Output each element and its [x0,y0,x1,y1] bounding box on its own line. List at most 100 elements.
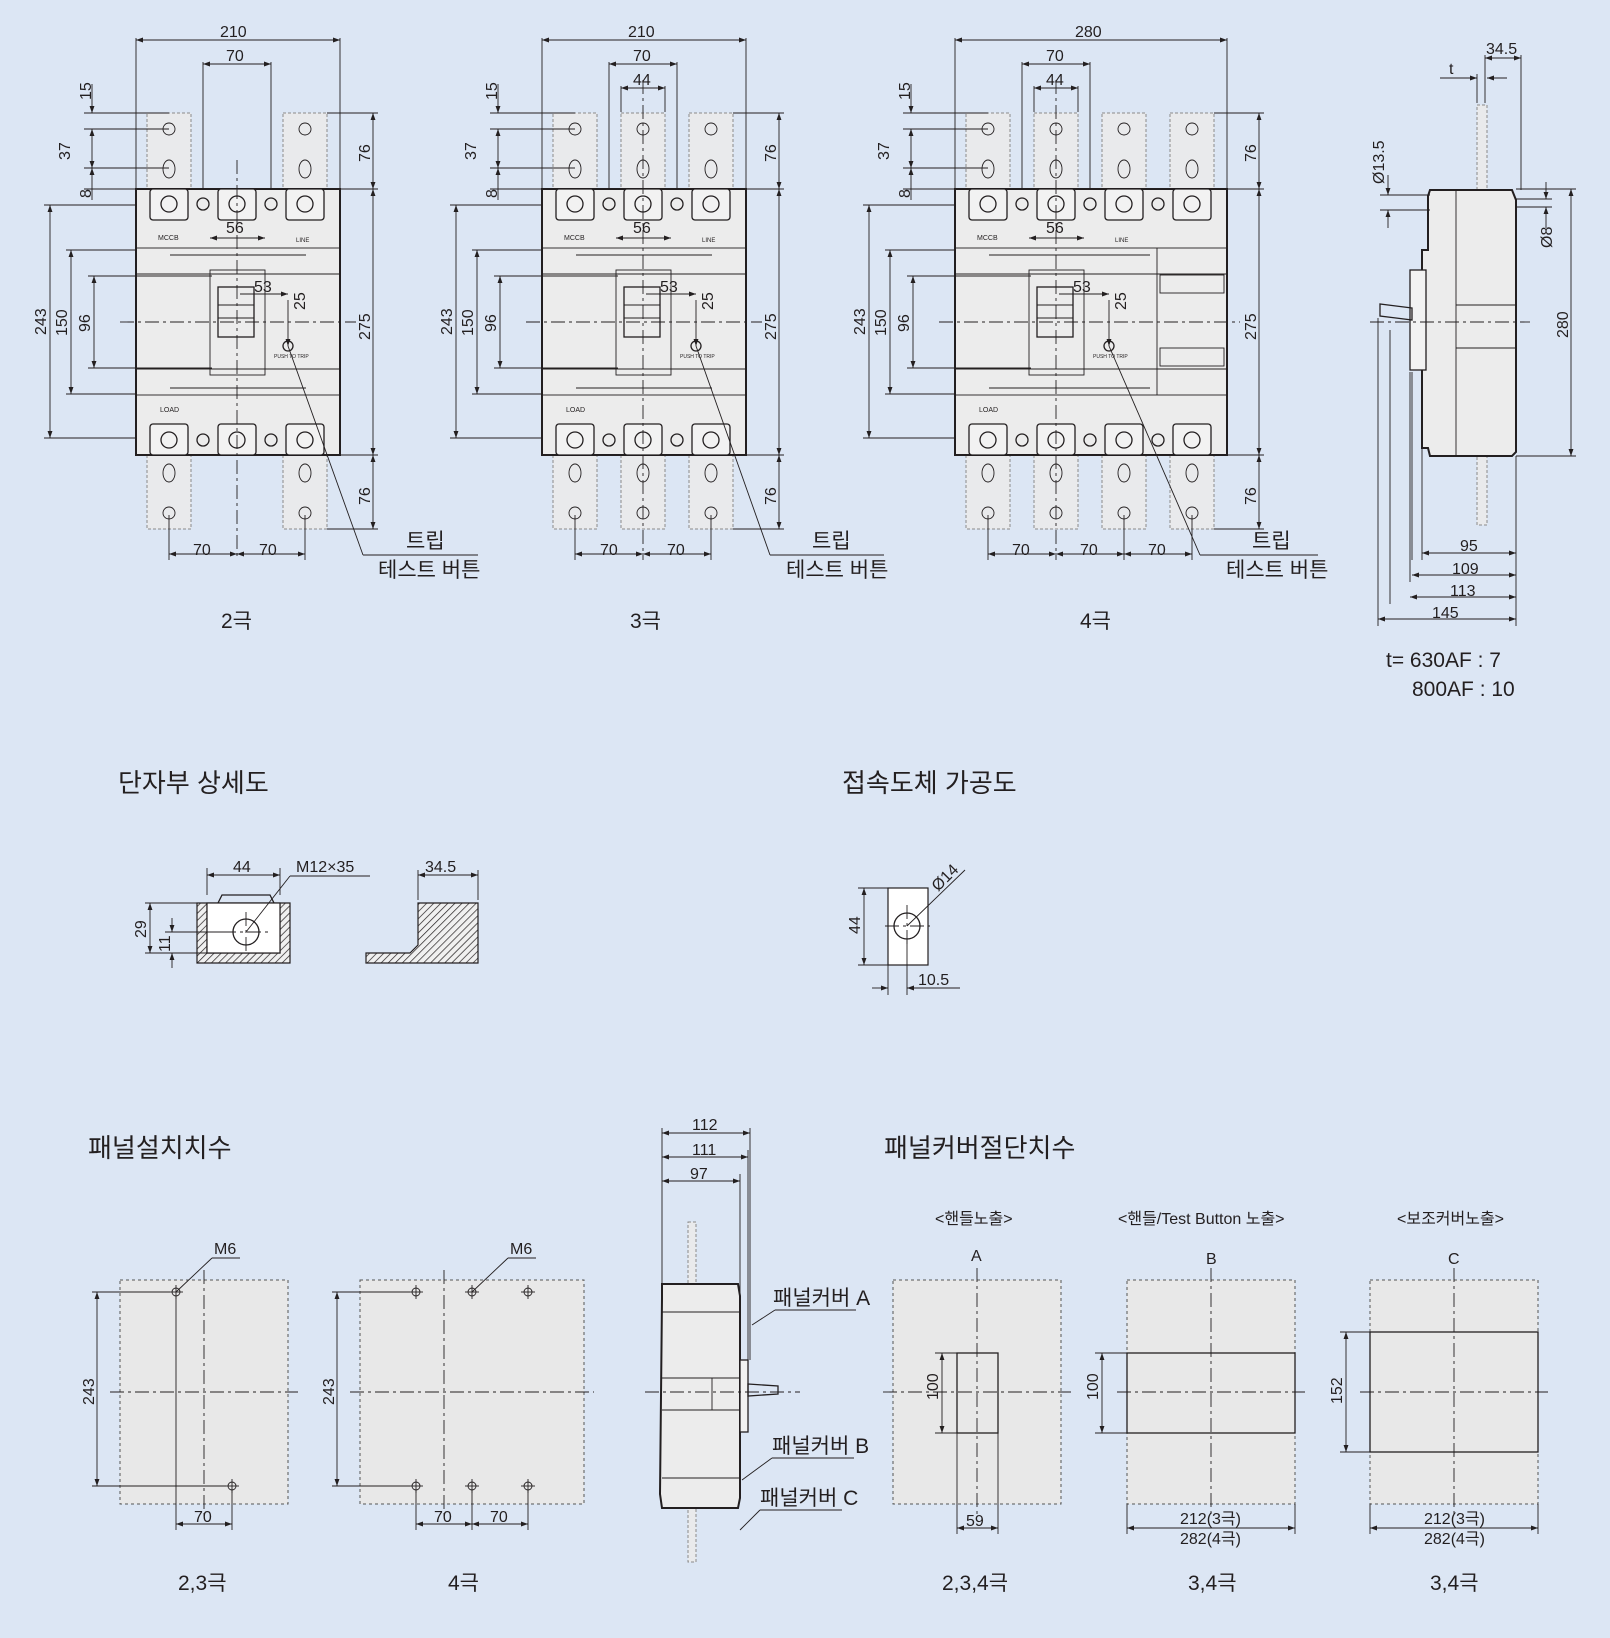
cut-c-letter: C [1448,1251,1460,1268]
panel-install-title: 패널설치치수 [88,1133,232,1163]
test-button-label: 테스트 버튼 [378,559,480,582]
line-label: LINE [702,238,715,244]
dim-76-bottom: 76 [763,487,780,505]
dim-150: 150 [460,309,477,336]
bolt-label: M12×35 [296,859,354,876]
dim-44: 44 [1046,72,1064,89]
caption-4-pole: 4극 [1080,610,1111,633]
dim-8: 8 [78,189,95,198]
dim-280: 280 [1555,311,1572,338]
cut-c-height: 152 [1329,1377,1346,1404]
dim-275: 275 [1243,313,1260,340]
dim-210: 210 [628,24,655,41]
panel-cut: 패널커버절단치수 <핸들노출> A 100 59 2,3,4극 <핸들/Test… [883,1133,1548,1595]
dim-11: 11 [157,935,174,952]
screw-m6-2: M6 [510,1241,532,1258]
cut-a-caption: 2,3,4극 [942,1572,1008,1595]
load-label: LOAD [979,407,998,414]
dim-44: 44 [847,916,864,934]
dim-280: 280 [1075,24,1102,41]
panel-cover-a: 패널커버 A [773,1287,870,1310]
dim-243: 243 [33,308,50,335]
dim-145: 145 [1432,605,1459,622]
dim-76-top: 76 [763,144,780,162]
dim-275: 275 [357,313,374,340]
push-to-trip-label: PUSH TO TRIP [680,354,715,360]
screw-hole [409,1285,423,1299]
dim-15: 15 [78,82,95,100]
dim-96: 96 [896,314,913,332]
dim-70-b2: 70 [1080,542,1098,559]
dim-25: 25 [292,292,309,310]
cut-b-width-1: 212(3극) [1180,1511,1241,1528]
dim-210: 210 [220,24,247,41]
dim-243-2: 243 [321,1378,338,1405]
dim-97: 97 [690,1166,708,1183]
dim-96: 96 [483,314,500,332]
dim-10-5: 10.5 [918,972,949,989]
mccb-label: MCCB [564,235,585,242]
dim-70-b1: 70 [193,542,211,559]
dim-70-b3: 70 [1148,542,1166,559]
dim-44: 44 [633,72,651,89]
dim-56: 56 [1046,220,1064,237]
dim-70-2b: 70 [490,1509,508,1526]
dim-96: 96 [77,314,94,332]
dim-150: 150 [54,309,71,336]
dim-76-top: 76 [1243,144,1260,162]
terminal-detail-title: 단자부 상세도 [118,768,269,798]
cut-b-letter: B [1206,1251,1217,1268]
dim-15: 15 [484,82,501,100]
caption-2-3-pole: 2,3극 [178,1572,227,1595]
dim-53: 53 [1073,279,1091,296]
panel-cover-c: 패널커버 C [760,1487,858,1510]
dim-70-b1: 70 [600,542,618,559]
load-label: LOAD [566,407,585,414]
cut-a-height: 100 [925,1373,942,1400]
screw-hole [521,1285,535,1299]
dim-70-top: 70 [633,48,651,65]
dim-95: 95 [1460,538,1478,555]
panel-cover-b: 패널커버 B [772,1435,869,1458]
line-label: LINE [296,238,309,244]
cut-c-header: <보조커버노출> [1397,1210,1504,1228]
conductor-detail: 접속도체 가공도 Ø14 44 10.5 [842,768,1017,995]
dim-111: 111 [692,1142,716,1159]
front-view-2-pole: MCCB LINE LOAD PUSH TO TRIP 210 70 15 37… [33,24,480,633]
cut-c-width-1: 212(3극) [1424,1511,1485,1528]
dim-d13-5: Ø13.5 [1371,140,1388,184]
cut-a-header: <핸들노출> [935,1210,1013,1228]
cut-a-width: 59 [966,1513,984,1530]
dim-25: 25 [1113,292,1130,310]
dim-8: 8 [484,189,501,198]
dim-243: 243 [439,308,456,335]
note-630af: t= 630AF : 7 [1386,649,1501,672]
dim-70-b2: 70 [259,542,277,559]
dim-70-top: 70 [1046,48,1064,65]
line-label: LINE [1115,238,1128,244]
push-to-trip-label: PUSH TO TRIP [1093,354,1128,360]
screw-m6-1: M6 [214,1241,236,1258]
note-800af: 800AF : 10 [1412,678,1515,701]
caption-2-pole: 2극 [221,610,252,633]
dim-37: 37 [463,142,480,160]
test-button-label: 테스트 버튼 [786,559,888,582]
dim-15: 15 [897,82,914,100]
cut-b-height: 100 [1085,1373,1102,1400]
cut-a-letter: A [971,1248,982,1265]
terminal-detail: 단자부 상세도 44 M12×35 29 11 34.5 [118,768,479,968]
cut-c-caption: 3,4극 [1430,1572,1479,1595]
dim-76-bottom: 76 [357,487,374,505]
dim-70-b1: 70 [1012,542,1030,559]
panel-cut-title: 패널커버절단치수 [884,1133,1075,1163]
cut-b-caption: 3,4극 [1188,1572,1237,1595]
dim-275: 275 [763,313,780,340]
dim-76-bottom: 76 [1243,487,1260,505]
hole-label: Ø14 [929,861,962,894]
dim-109: 109 [1452,561,1479,578]
dim-8: 8 [897,189,914,198]
dim-70-b2: 70 [667,542,685,559]
front-view-3-pole: MCCB LINE LOAD PUSH TO TRIP 210 70 44 15… [439,24,888,633]
cut-b-width-2: 282(4극) [1180,1531,1241,1548]
